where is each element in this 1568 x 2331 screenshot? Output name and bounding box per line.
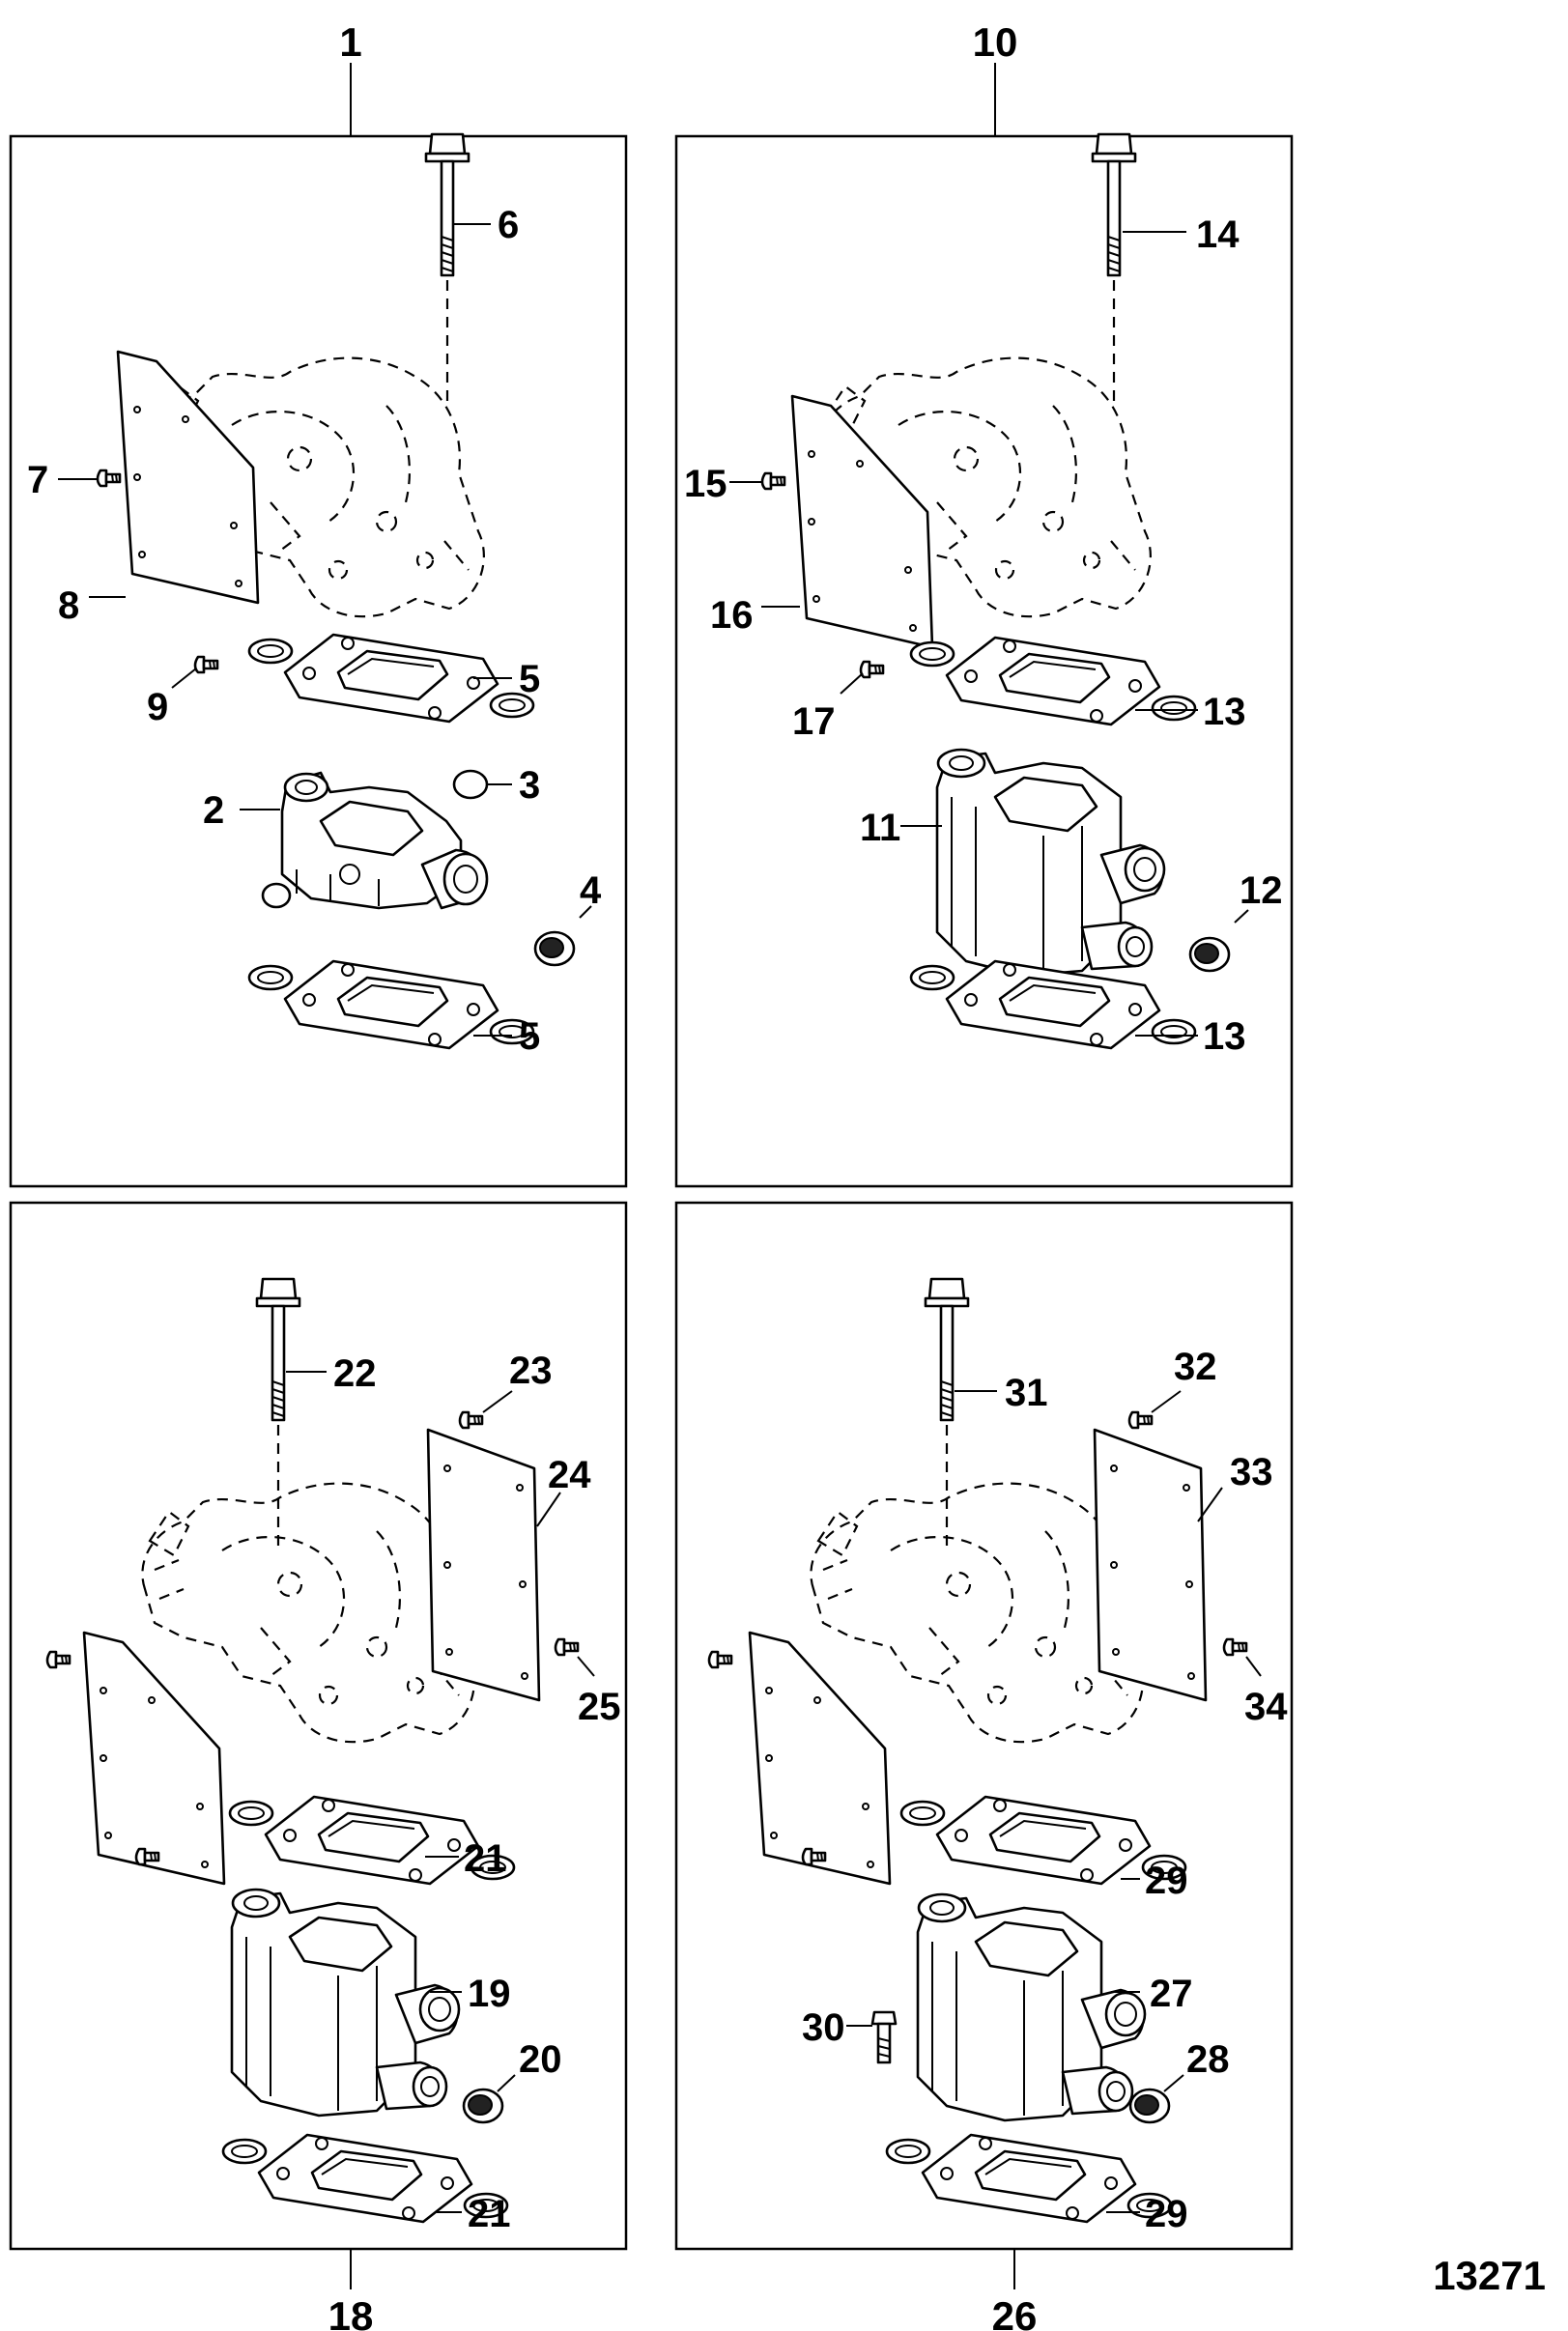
part-label: 25	[578, 1686, 621, 1728]
side-plate	[426, 1428, 541, 1702]
part-label: 15	[684, 463, 727, 505]
cap	[533, 930, 576, 967]
side-plate	[82, 1631, 226, 1886]
gasket	[909, 636, 1197, 726]
panel-18: 18 22 23 24 25 21 19 20 21	[9, 1201, 628, 2331]
panel-frame	[9, 1201, 628, 2251]
part-label: 34	[1244, 1686, 1288, 1728]
cap	[1188, 936, 1231, 973]
part-label: 11	[860, 807, 900, 849]
part-label: 21	[468, 2193, 511, 2235]
part-label: 4	[580, 869, 602, 912]
part-label: 29	[1145, 2193, 1188, 2235]
bolt	[424, 132, 470, 277]
exhaust-elbow	[935, 748, 1166, 978]
exhaust-elbow	[916, 1892, 1147, 2122]
screw	[45, 1650, 71, 1669]
exhaust-manifold	[810, 1482, 1144, 1744]
panel-10: 10 14 15 16 17 13 11 12 13	[674, 19, 1294, 1188]
screw	[859, 660, 885, 679]
part-label: 23	[509, 1350, 553, 1392]
screw	[760, 471, 786, 491]
panel-frame	[674, 1201, 1294, 2251]
screw	[1127, 1410, 1154, 1430]
panel-1: 1 6 7 8 9 5 2 3 4 5	[9, 19, 628, 1188]
screw	[1222, 1637, 1248, 1657]
part-label: 27	[1150, 1973, 1193, 2015]
part-label: 6	[498, 204, 519, 246]
part-label: 30	[802, 2006, 845, 2049]
part-label: 17	[792, 700, 836, 743]
part-label: 8	[58, 584, 79, 627]
cap	[462, 2088, 504, 2124]
gasket	[221, 2133, 509, 2224]
exhaust-elbow	[230, 1888, 461, 2118]
panel-frame	[9, 134, 628, 1188]
bolt	[1091, 132, 1137, 277]
panel-26: 26 31 32 33 34 29 27 30 28	[674, 1201, 1294, 2331]
screw	[193, 655, 219, 674]
part-label: 19	[468, 1973, 511, 2015]
figure-number: 26	[992, 2293, 1038, 2331]
panel-frame	[674, 134, 1294, 1188]
part-label: 13	[1203, 691, 1246, 733]
part-label: 7	[27, 459, 48, 501]
part-label: 9	[147, 686, 168, 728]
part-label: 12	[1240, 869, 1283, 912]
part-label: 5	[519, 1015, 540, 1058]
part-label: 5	[519, 658, 540, 700]
bolt	[255, 1277, 301, 1422]
part-label: 24	[548, 1454, 591, 1496]
screw	[707, 1650, 733, 1669]
side-plate	[790, 394, 934, 649]
drawing-number: 13271	[1433, 2253, 1546, 2298]
plug	[261, 882, 292, 909]
cap	[1128, 2088, 1171, 2124]
part-label: 16	[710, 594, 754, 637]
gasket	[899, 1795, 1187, 1886]
exhaust-manifold	[141, 1482, 475, 1744]
part-label: 22	[333, 1352, 377, 1395]
screw	[554, 1637, 580, 1657]
part-label: 29	[1145, 1860, 1188, 1902]
side-plate	[1093, 1428, 1208, 1702]
bolt	[924, 1277, 970, 1422]
gasket	[885, 2133, 1173, 2224]
part-label: 33	[1230, 1451, 1273, 1493]
part-label: 20	[519, 2038, 562, 2081]
figure-number: 1	[339, 19, 361, 65]
screw	[458, 1410, 484, 1430]
part-label: 2	[203, 789, 224, 832]
part-label: 28	[1186, 2038, 1230, 2081]
side-bolt	[870, 2010, 898, 2064]
side-plate	[116, 350, 260, 605]
part-label: 13	[1203, 1015, 1246, 1058]
part-label: 32	[1174, 1346, 1217, 1388]
figure-number: 18	[328, 2293, 374, 2331]
figure-number: 10	[973, 19, 1018, 65]
part-label: 21	[464, 1837, 507, 1880]
plug	[452, 769, 489, 800]
screw	[96, 469, 122, 488]
side-plate	[748, 1631, 892, 1886]
part-label: 31	[1005, 1372, 1048, 1414]
part-label: 3	[519, 764, 540, 807]
part-label: 14	[1196, 213, 1240, 256]
